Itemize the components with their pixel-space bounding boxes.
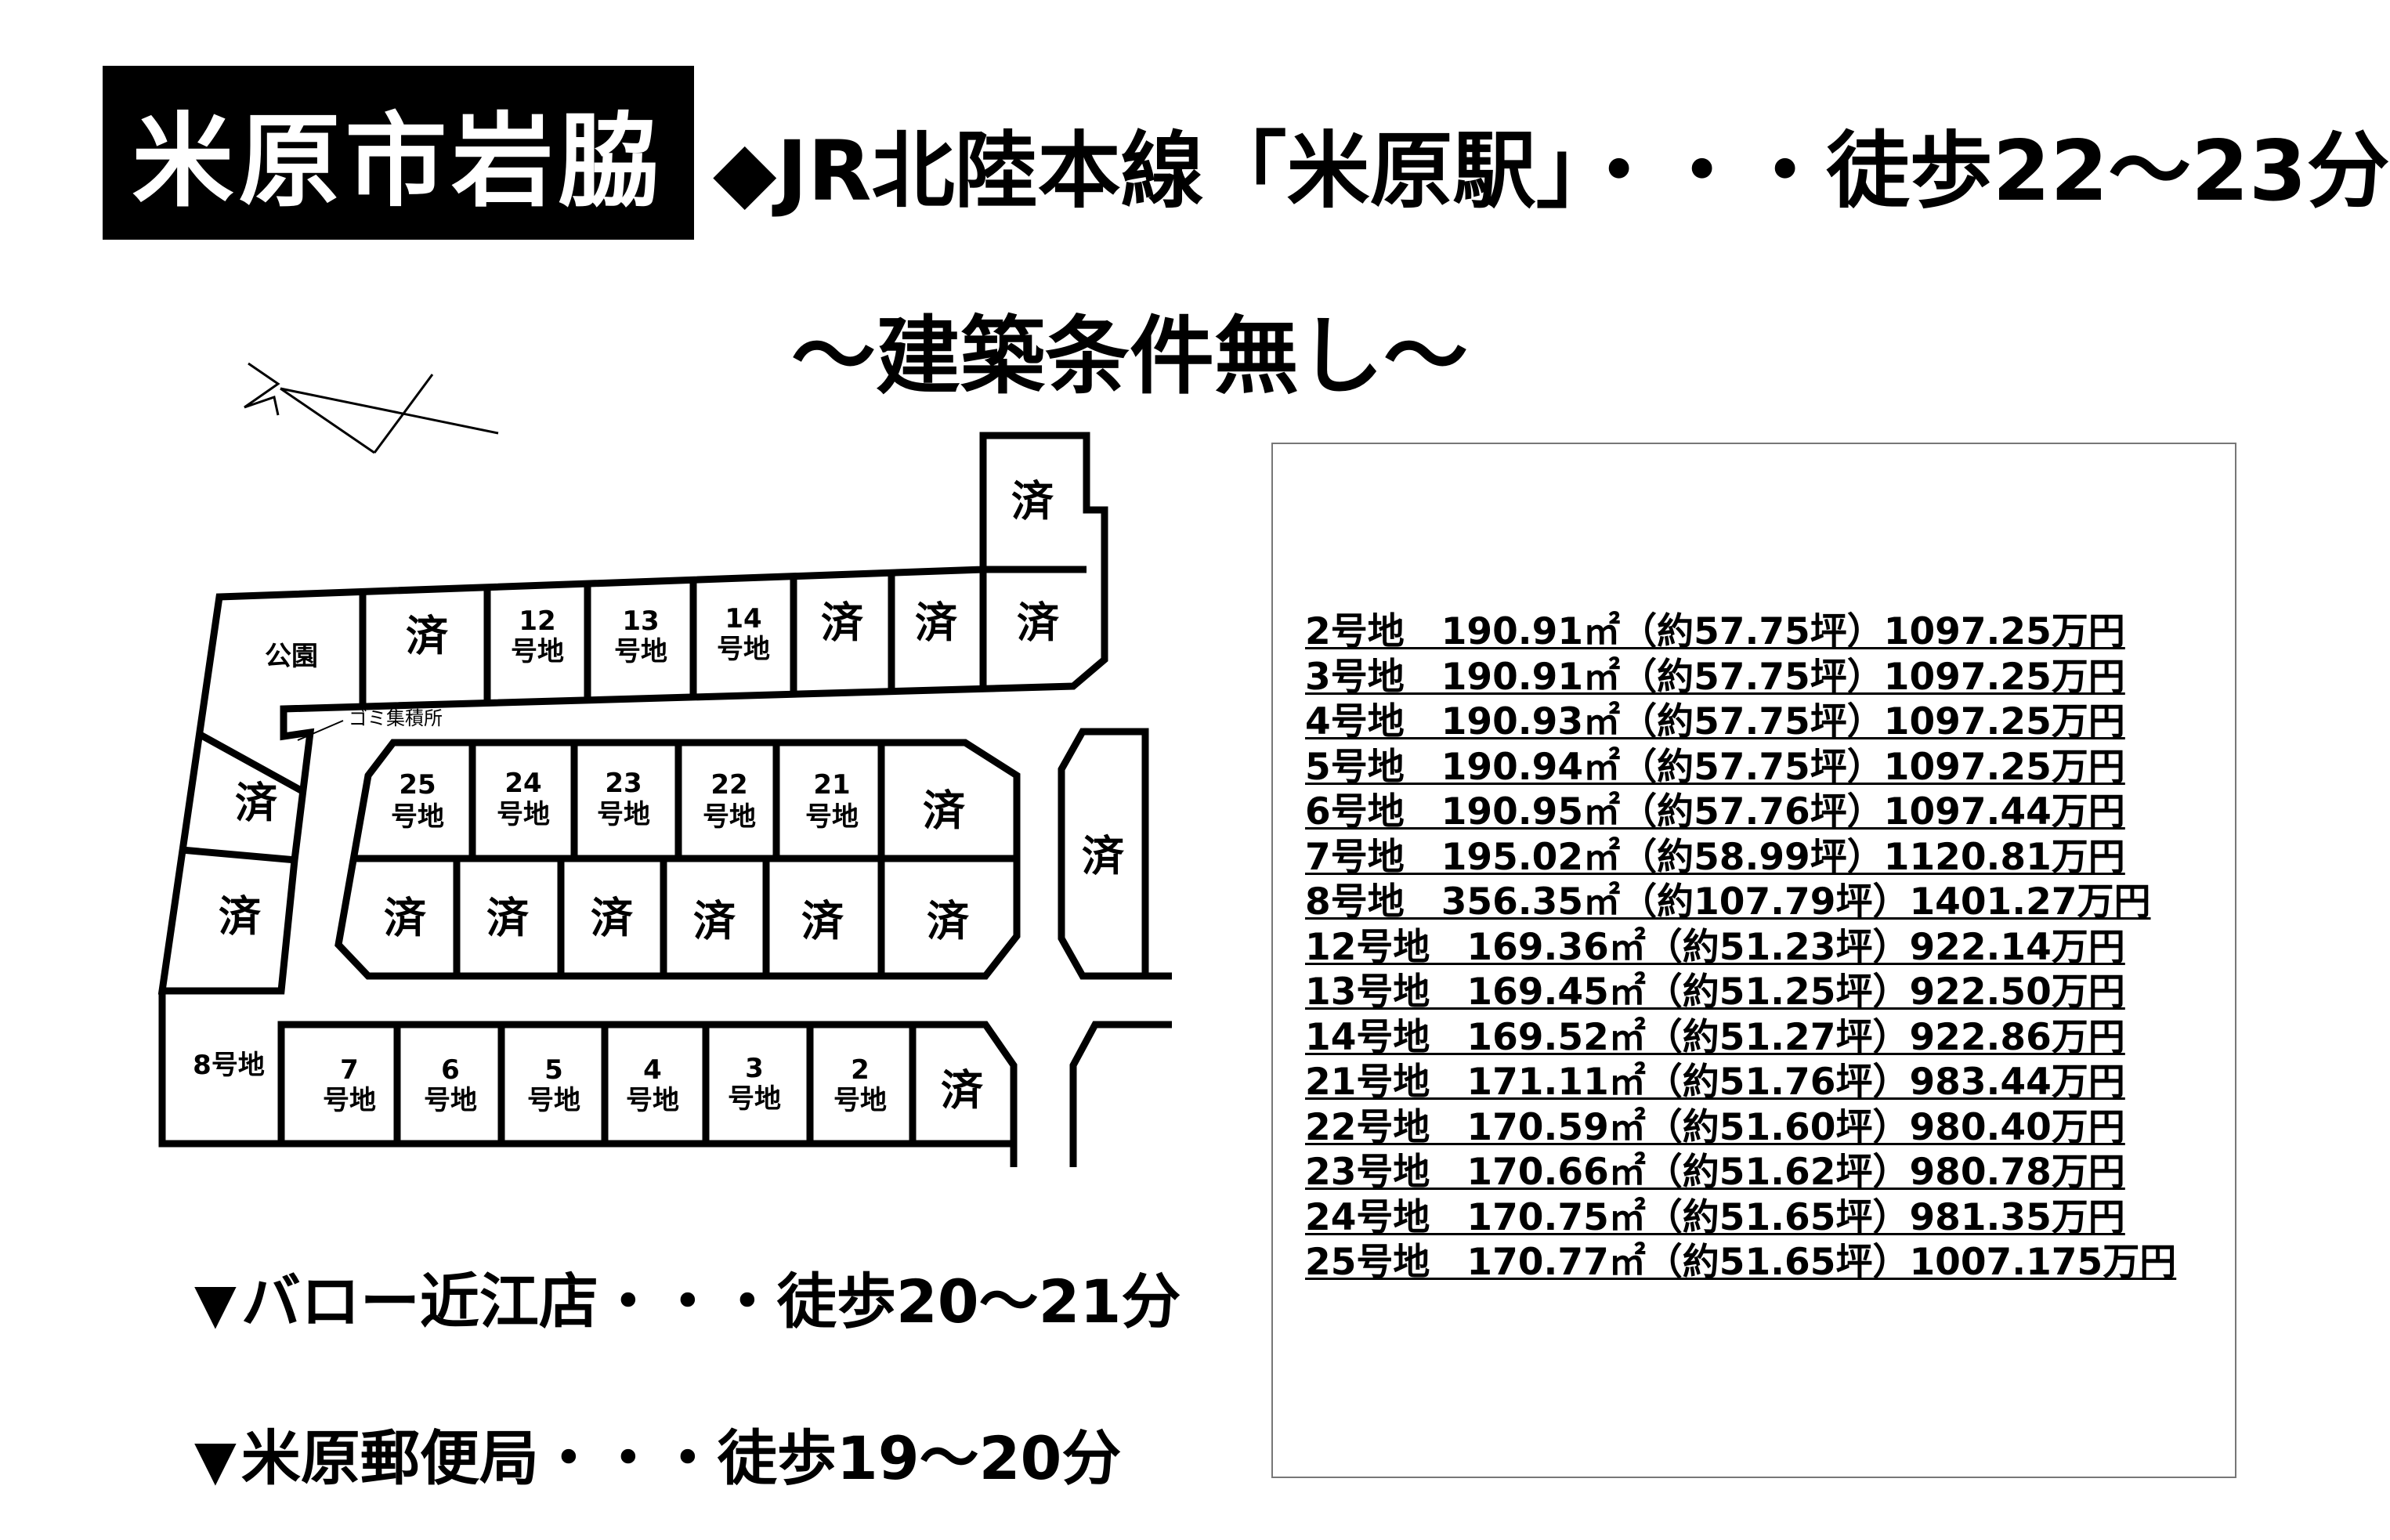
sold-label: 済 xyxy=(486,894,530,943)
lot-25-number: 25 xyxy=(399,769,436,801)
lot-23-suffix: 号地 xyxy=(597,799,650,830)
triangle-marker-icon: ▼ xyxy=(194,1271,237,1336)
price-row: 3号地 190.91㎡（約57.75坪）1097.25万円 xyxy=(1305,655,2125,699)
lot-12-number: 12 xyxy=(519,606,555,637)
price-row: 4号地 190.93㎡（約57.75坪）1097.25万円 xyxy=(1305,700,2125,743)
lot-22-number: 22 xyxy=(710,769,747,801)
lot-6-number: 6 xyxy=(441,1054,460,1086)
price-row: 24号地 170.75㎡（約51.65坪）981.35万円 xyxy=(1305,1195,2125,1239)
lot-13-number: 13 xyxy=(622,606,659,637)
price-row: 6号地 190.95㎡（約57.76坪）1097.44万円 xyxy=(1305,790,2125,833)
east-block-outline xyxy=(1058,728,1149,980)
price-table-box xyxy=(1271,443,2236,1478)
price-row: 2号地 190.91㎡（約57.75坪）1097.25万円 xyxy=(1305,610,2125,653)
lot-2-number: 2 xyxy=(851,1054,870,1086)
lot-3-suffix: 号地 xyxy=(728,1083,781,1115)
lot-21-number: 21 xyxy=(813,769,850,801)
lot-24-number: 24 xyxy=(504,768,541,799)
lot-22-suffix: 号地 xyxy=(703,801,756,833)
sold-label: 済 xyxy=(235,779,278,828)
lot-14-number: 14 xyxy=(725,603,761,634)
lot-5-number: 5 xyxy=(544,1054,563,1086)
sold-label: 済 xyxy=(1011,477,1054,526)
price-row: 12号地 169.36㎡（約51.23坪）922.14万円 xyxy=(1305,925,2125,969)
building-condition: ～建築条件無し～ xyxy=(791,308,1469,406)
sold-label: 済 xyxy=(941,1066,984,1115)
nearby-post-office-text: 米原郵便局・・・徒歩19～20分 xyxy=(240,1423,1122,1493)
price-row: 22号地 170.59㎡（約51.60坪）980.40万円 xyxy=(1305,1105,2125,1149)
price-row: 23号地 170.66㎡（約51.62坪）980.78万円 xyxy=(1305,1151,2125,1194)
price-row: 8号地 356.35㎡（約107.79坪）1401.27万円 xyxy=(1305,880,2151,924)
lot-4-suffix: 号地 xyxy=(626,1085,679,1116)
sold-label: 済 xyxy=(821,598,864,648)
lot-25-suffix: 号地 xyxy=(391,801,444,833)
lot-8-label: 8号地 xyxy=(193,1050,265,1081)
nearby-supermarket-text: バロー近江店・・・徒歩20～21分 xyxy=(240,1267,1181,1336)
park-label: 公園 xyxy=(265,641,318,672)
lot-7-number: 7 xyxy=(340,1054,359,1086)
sold-label: 済 xyxy=(927,897,970,946)
lot-6-suffix: 号地 xyxy=(424,1085,477,1116)
station-access: ◆JR北陸本線「米原駅」・・・徒歩22～23分 xyxy=(713,123,2390,219)
sold-label: 済 xyxy=(1017,598,1060,648)
price-row: 7号地 195.02㎡（約58.99坪）1120.81万円 xyxy=(1305,835,2125,879)
north-block-outline xyxy=(157,432,1108,995)
nearby-post-office: ▼米原郵便局・・・徒歩19～20分 xyxy=(194,1410,1121,1496)
lot-12-suffix: 号地 xyxy=(511,636,564,667)
lot-4-number: 4 xyxy=(643,1054,662,1086)
lot-24-suffix: 号地 xyxy=(497,799,550,830)
price-row: 13号地 169.45㎡（約51.25坪）922.50万円 xyxy=(1305,971,2125,1014)
sold-label: 済 xyxy=(915,598,958,648)
lot-3-number: 3 xyxy=(745,1053,764,1084)
sold-label: 済 xyxy=(591,894,634,943)
center-block-outline xyxy=(334,739,1021,980)
triangle-marker-icon: ▼ xyxy=(194,1428,237,1492)
garbage-station-label: ゴミ集積所 xyxy=(349,707,443,729)
sold-label: 済 xyxy=(801,897,844,946)
price-list: 2号地 190.91㎡（約57.75坪）1097.25万円 3号地 190.91… xyxy=(1305,609,2176,1285)
sold-label: 済 xyxy=(406,612,449,661)
price-row: 14号地 169.52㎡（約51.27坪）922.86万円 xyxy=(1305,1015,2125,1059)
north-arrow-icon xyxy=(244,362,499,454)
lot-7-suffix: 号地 xyxy=(323,1085,376,1116)
lot-21-suffix: 号地 xyxy=(805,801,859,833)
lot-5-suffix: 号地 xyxy=(527,1085,580,1116)
subdivision-map: 公園 済 12 号地 13 号地 14 号地 済 済 済 済 ゴミ集積所 済 済… xyxy=(157,362,1172,1167)
lot-23-number: 23 xyxy=(605,768,642,799)
sold-label: 済 xyxy=(219,892,262,942)
location-title: 米原市岩脇 xyxy=(103,66,694,240)
lot-2-suffix: 号地 xyxy=(833,1085,887,1116)
price-row: 5号地 190.94㎡（約57.75坪）1097.25万円 xyxy=(1305,745,2125,789)
lot-13-suffix: 号地 xyxy=(614,636,667,667)
lot-14-suffix: 号地 xyxy=(717,634,770,665)
price-row: 25号地 170.77㎡（約51.65坪）1007.175万円 xyxy=(1305,1241,2177,1284)
sold-label: 済 xyxy=(693,897,736,946)
sold-label: 済 xyxy=(923,786,966,836)
sold-label: 済 xyxy=(1082,832,1125,881)
sold-label: 済 xyxy=(384,894,427,943)
nearby-supermarket: ▼バロー近江店・・・徒歩20～21分 xyxy=(194,1253,1181,1339)
price-row: 21号地 171.11㎡（約51.76坪）983.44万円 xyxy=(1305,1061,2125,1104)
